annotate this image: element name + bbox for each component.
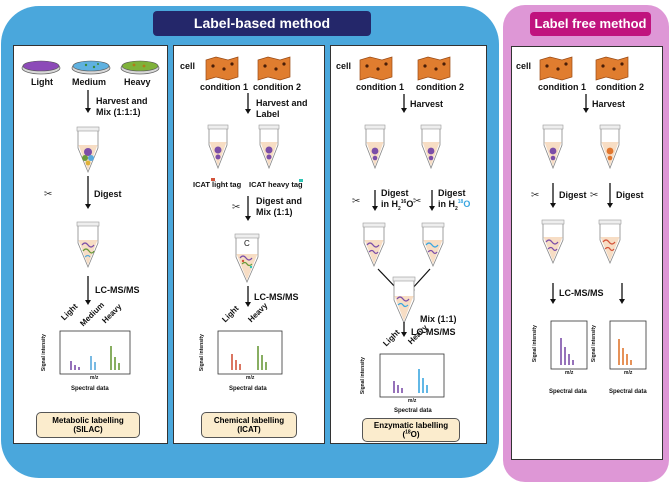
- scissors-icon: ✂: [590, 190, 598, 201]
- scissors-icon: ✂: [531, 190, 539, 201]
- label-free-digest2: Digest: [616, 191, 644, 200]
- label-free-spectral-label-1: Spectral data: [549, 389, 587, 395]
- label-free-digest-tube1-icon: [542, 220, 564, 263]
- label-free-x-axis-label-1: m/z: [565, 371, 573, 376]
- label-free-tube1-icon: [543, 125, 563, 168]
- label-free-x-axis-label-2: m/z: [624, 371, 632, 376]
- label-free-tube2-icon: [600, 125, 620, 168]
- svg-text:✂: ✂: [531, 190, 539, 201]
- label-free-condition1-label: condition 1: [538, 83, 586, 92]
- label-free-cell-label: cell: [516, 62, 531, 71]
- label-free-condition2-label: condition 2: [596, 83, 644, 92]
- label-free-spectral-label-2: Spectral data: [609, 389, 647, 395]
- label-free-step-lcms: LC-MS/MS: [559, 289, 604, 298]
- label-free-y-axis-label-2: Signal intensity: [592, 325, 597, 362]
- cell-condition1-icon: [540, 57, 572, 80]
- label-free-digest1: Digest: [559, 191, 587, 200]
- svg-text:✂: ✂: [590, 190, 598, 201]
- label-free-digest-tube2-icon: [599, 220, 621, 263]
- cell-condition2-icon: [596, 57, 628, 80]
- label-free-y-axis-label-1: Signal intensity: [533, 325, 538, 362]
- label-free-step-harvest: Harvest: [592, 100, 625, 109]
